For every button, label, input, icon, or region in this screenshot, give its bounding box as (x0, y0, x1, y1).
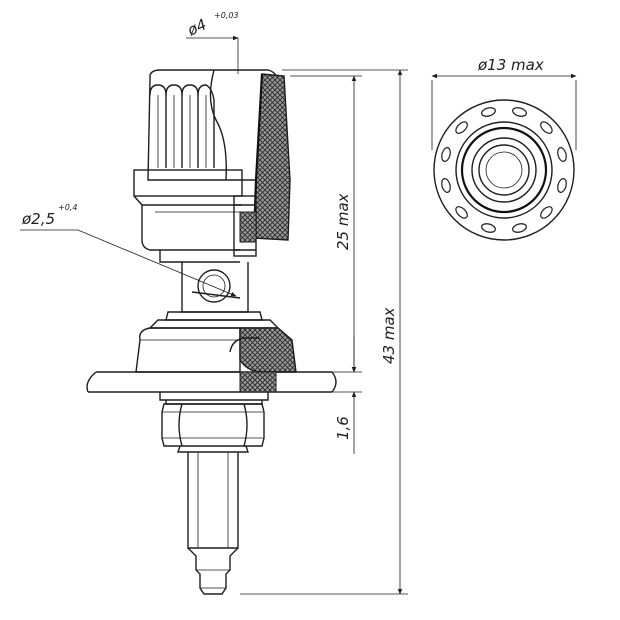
knurl-notch (455, 206, 468, 219)
knurl-notch (455, 121, 468, 134)
knurl-notches (441, 107, 567, 233)
knurl-notch (441, 147, 451, 162)
dim-total-len: 43 max (380, 307, 398, 364)
dim-cap-dia: ø13 max (477, 56, 544, 74)
knurl-notch (557, 178, 567, 193)
top-view (431, 73, 577, 241)
dim-top-dia: ø4 (184, 15, 209, 40)
cap-section-hatch (253, 73, 291, 241)
screw-tip-hatch (239, 211, 257, 243)
dim-top-tol: +0,03 (214, 11, 239, 20)
knurl-notch (481, 223, 496, 233)
washer-section-hatch (239, 327, 297, 373)
knurl-notch (441, 178, 451, 193)
dim-hole-tol: +0,4 (58, 203, 77, 212)
knurl-notch (481, 107, 496, 117)
mounting-panel (86, 371, 337, 393)
knurl-notch (512, 107, 527, 117)
threaded-stud (187, 452, 239, 549)
knurl-notch (540, 121, 553, 134)
dimension-lines (20, 35, 408, 595)
hex-nut (161, 403, 265, 453)
knurl-notch (512, 223, 527, 233)
dim-upper-len: 25 max (334, 193, 352, 250)
solder-tag (187, 547, 239, 595)
side-view (86, 69, 337, 595)
dim-hole-dia: ø2,5 (21, 210, 55, 228)
knurl-notch (557, 147, 567, 162)
knurl-notch (540, 206, 553, 219)
dim-thickness: 1,6 (334, 416, 352, 440)
cap-collar (133, 169, 243, 263)
